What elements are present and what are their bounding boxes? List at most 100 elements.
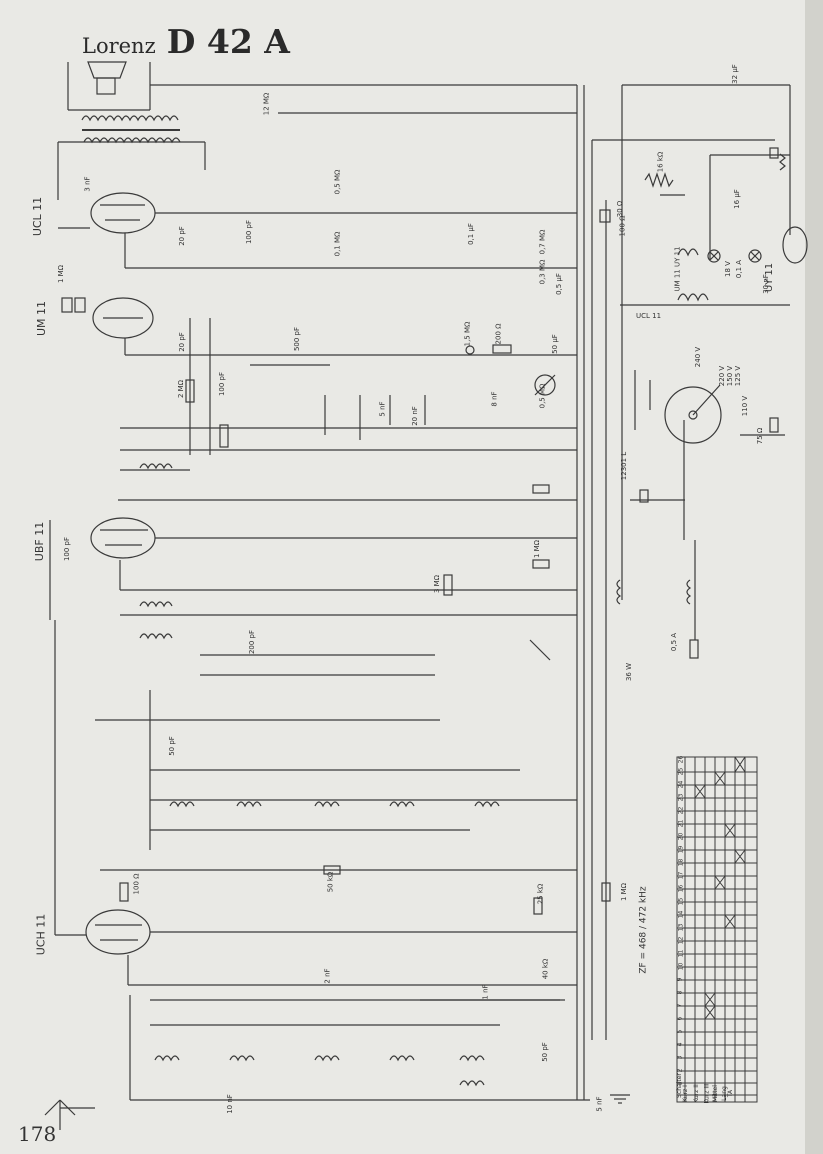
c-20pf-b-label: 20 pF — [177, 332, 186, 352]
contact-11: 11 — [677, 949, 685, 958]
contact-3: 3 — [676, 1055, 684, 1060]
r-1m-ubf-label: 1 MΩ — [533, 539, 542, 559]
fuse-05a-label: 0,5 A — [670, 632, 679, 652]
switch-contacts: 1 2 3 4 5 6 7 8 9 10 11 12 13 14 15 16 1… — [676, 756, 687, 1095]
contact-20: 20 — [677, 832, 685, 841]
r-40k-label: 40 kΩ — [541, 958, 550, 980]
contact-16: 16 — [677, 884, 685, 893]
v-240-label: 240 V — [694, 346, 703, 368]
c-30nf-label: 30 nF — [761, 274, 770, 294]
c-500pf-label: 500 pF — [293, 326, 302, 352]
switch-pos-mittel: Mittel — [711, 1085, 719, 1102]
voltage-selector — [664, 384, 722, 444]
contact-17: 17 — [677, 871, 685, 880]
tube-um11 — [92, 297, 154, 339]
c-50pf-b-label: 50 pF — [540, 1042, 549, 1062]
contact-19: 19 — [677, 845, 685, 854]
r-12m-label: 12 MΩ — [262, 92, 271, 116]
contact-23: 23 — [677, 793, 685, 802]
switch-pos-ta: TA — [727, 1089, 735, 1098]
r-3m-label: 3 MΩ — [433, 574, 442, 594]
c-05uf-label: 0,5 µF — [554, 273, 563, 295]
speaker-icon — [87, 61, 127, 95]
contact-24: 24 — [677, 780, 685, 789]
r-2m-label: 2 MΩ — [177, 379, 186, 399]
contact-1: 1 — [676, 1081, 684, 1086]
contact-26: 26 — [677, 755, 685, 764]
c-100pf-b-label: 100 pF — [218, 371, 227, 397]
lamp-18v-label: 18 V — [723, 261, 732, 277]
contact-5: 5 — [676, 1029, 684, 1034]
r-1m-um-label: 1 MΩ — [57, 264, 66, 284]
r-07m-label: 0,7 MΩ — [538, 229, 547, 255]
contact-13: 13 — [677, 923, 685, 932]
c-100pf-a-label: 100 pF — [245, 219, 254, 245]
switch-pos-kurz2: Kurz II — [692, 1084, 700, 1103]
contact-9: 9 — [676, 977, 684, 982]
r-200-label: 200 Ω — [494, 323, 503, 345]
contact-10: 10 — [677, 962, 685, 971]
page-number: 178 — [18, 1122, 57, 1146]
ucl-label: UCL 11 — [636, 312, 662, 320]
contact-6: 6 — [676, 1016, 684, 1021]
c-8nf-label: 8 nF — [490, 391, 499, 407]
contact-15: 15 — [677, 897, 685, 906]
r-25k-label: 25 kΩ — [536, 883, 545, 905]
c-16uf-label: 16 µF — [732, 189, 741, 209]
r-1m-uch-label: 1 MΩ — [620, 882, 629, 902]
r-100-label: 100 Ω — [618, 215, 627, 237]
c-50uf-label: 50 µF — [550, 334, 559, 354]
c-01uf-label: 0,1 µF — [466, 223, 475, 245]
c-5nf-label: 5 nF — [378, 401, 387, 417]
contact-2: 2 — [676, 1068, 684, 1073]
c-50pf-label: 50 pF — [167, 736, 176, 756]
um-uy-label: UM 11 UY 11 — [673, 246, 682, 292]
switch-table — [676, 756, 758, 1103]
contact-25: 25 — [677, 767, 685, 776]
lamp-01a-label: 0,1 A — [735, 259, 744, 279]
r-15m-label: 1,5 MΩ — [463, 321, 472, 347]
brand-name: Lorenz — [82, 34, 156, 58]
c-3nf-label: 3 nF — [83, 176, 92, 192]
c-32uf-label: 32 µF — [730, 64, 739, 84]
header: Lorenz D 42 A — [82, 22, 290, 61]
mains-label: 36 W — [625, 662, 634, 682]
c-100pf-c-label: 100 pF — [63, 536, 72, 562]
tube-uy11 — [782, 226, 808, 264]
r-100-uch-label: 100 Ω — [132, 873, 141, 895]
r-50k-label: 50 kΩ — [326, 871, 335, 893]
contact-8: 8 — [676, 990, 684, 995]
model-name: D 42 A — [166, 22, 290, 61]
c-1nf-label: 1 nF — [481, 984, 490, 1000]
r-16k-label: 16 kΩ — [656, 151, 665, 173]
r-05m-pot-label: 0,5 MΩ — [538, 383, 547, 409]
v-220-label: 220 V — [718, 365, 727, 387]
r-01m-label: 0,1 MΩ — [333, 231, 342, 257]
contact-18: 18 — [677, 858, 685, 867]
c-5nf-ant-label: 5 nF — [595, 1096, 604, 1112]
c-2nf-label: 2 nF — [323, 968, 332, 984]
r-75-label: 75 Ω — [756, 427, 765, 445]
v-150-label: 150 V — [726, 365, 735, 387]
contact-12: 12 — [677, 936, 685, 945]
switch-table-labels: Schalter Kurz I Kurz II Kurz III Mittel … — [676, 757, 757, 1104]
contact-14: 14 — [677, 910, 685, 919]
if-frequency-label: ZF = 468 / 472 kHz — [638, 886, 649, 974]
r-05m-label: 0,5 MΩ — [333, 169, 342, 195]
ground-icon — [610, 1094, 630, 1104]
contact-4: 4 — [676, 1042, 684, 1047]
r-03m-label: 0,3 MΩ — [538, 259, 547, 285]
c-20nf-label: 20 nF — [410, 406, 419, 426]
v-110-label: 110 V — [741, 395, 750, 417]
c-200pf-label: 200 pF — [248, 629, 257, 655]
c-10nf-label: 10 nF — [225, 1094, 234, 1114]
switch-pos-kurz3: Kurz III — [703, 1083, 711, 1104]
pilot-lamp-icon — [707, 249, 762, 263]
lamp-12301-label: 12301 L — [620, 451, 629, 481]
v-125-label: 125 V — [734, 365, 743, 387]
contact-22: 22 — [677, 806, 685, 815]
contact-21: 21 — [677, 819, 685, 828]
c-20pf-label: 20 pF — [177, 226, 186, 246]
